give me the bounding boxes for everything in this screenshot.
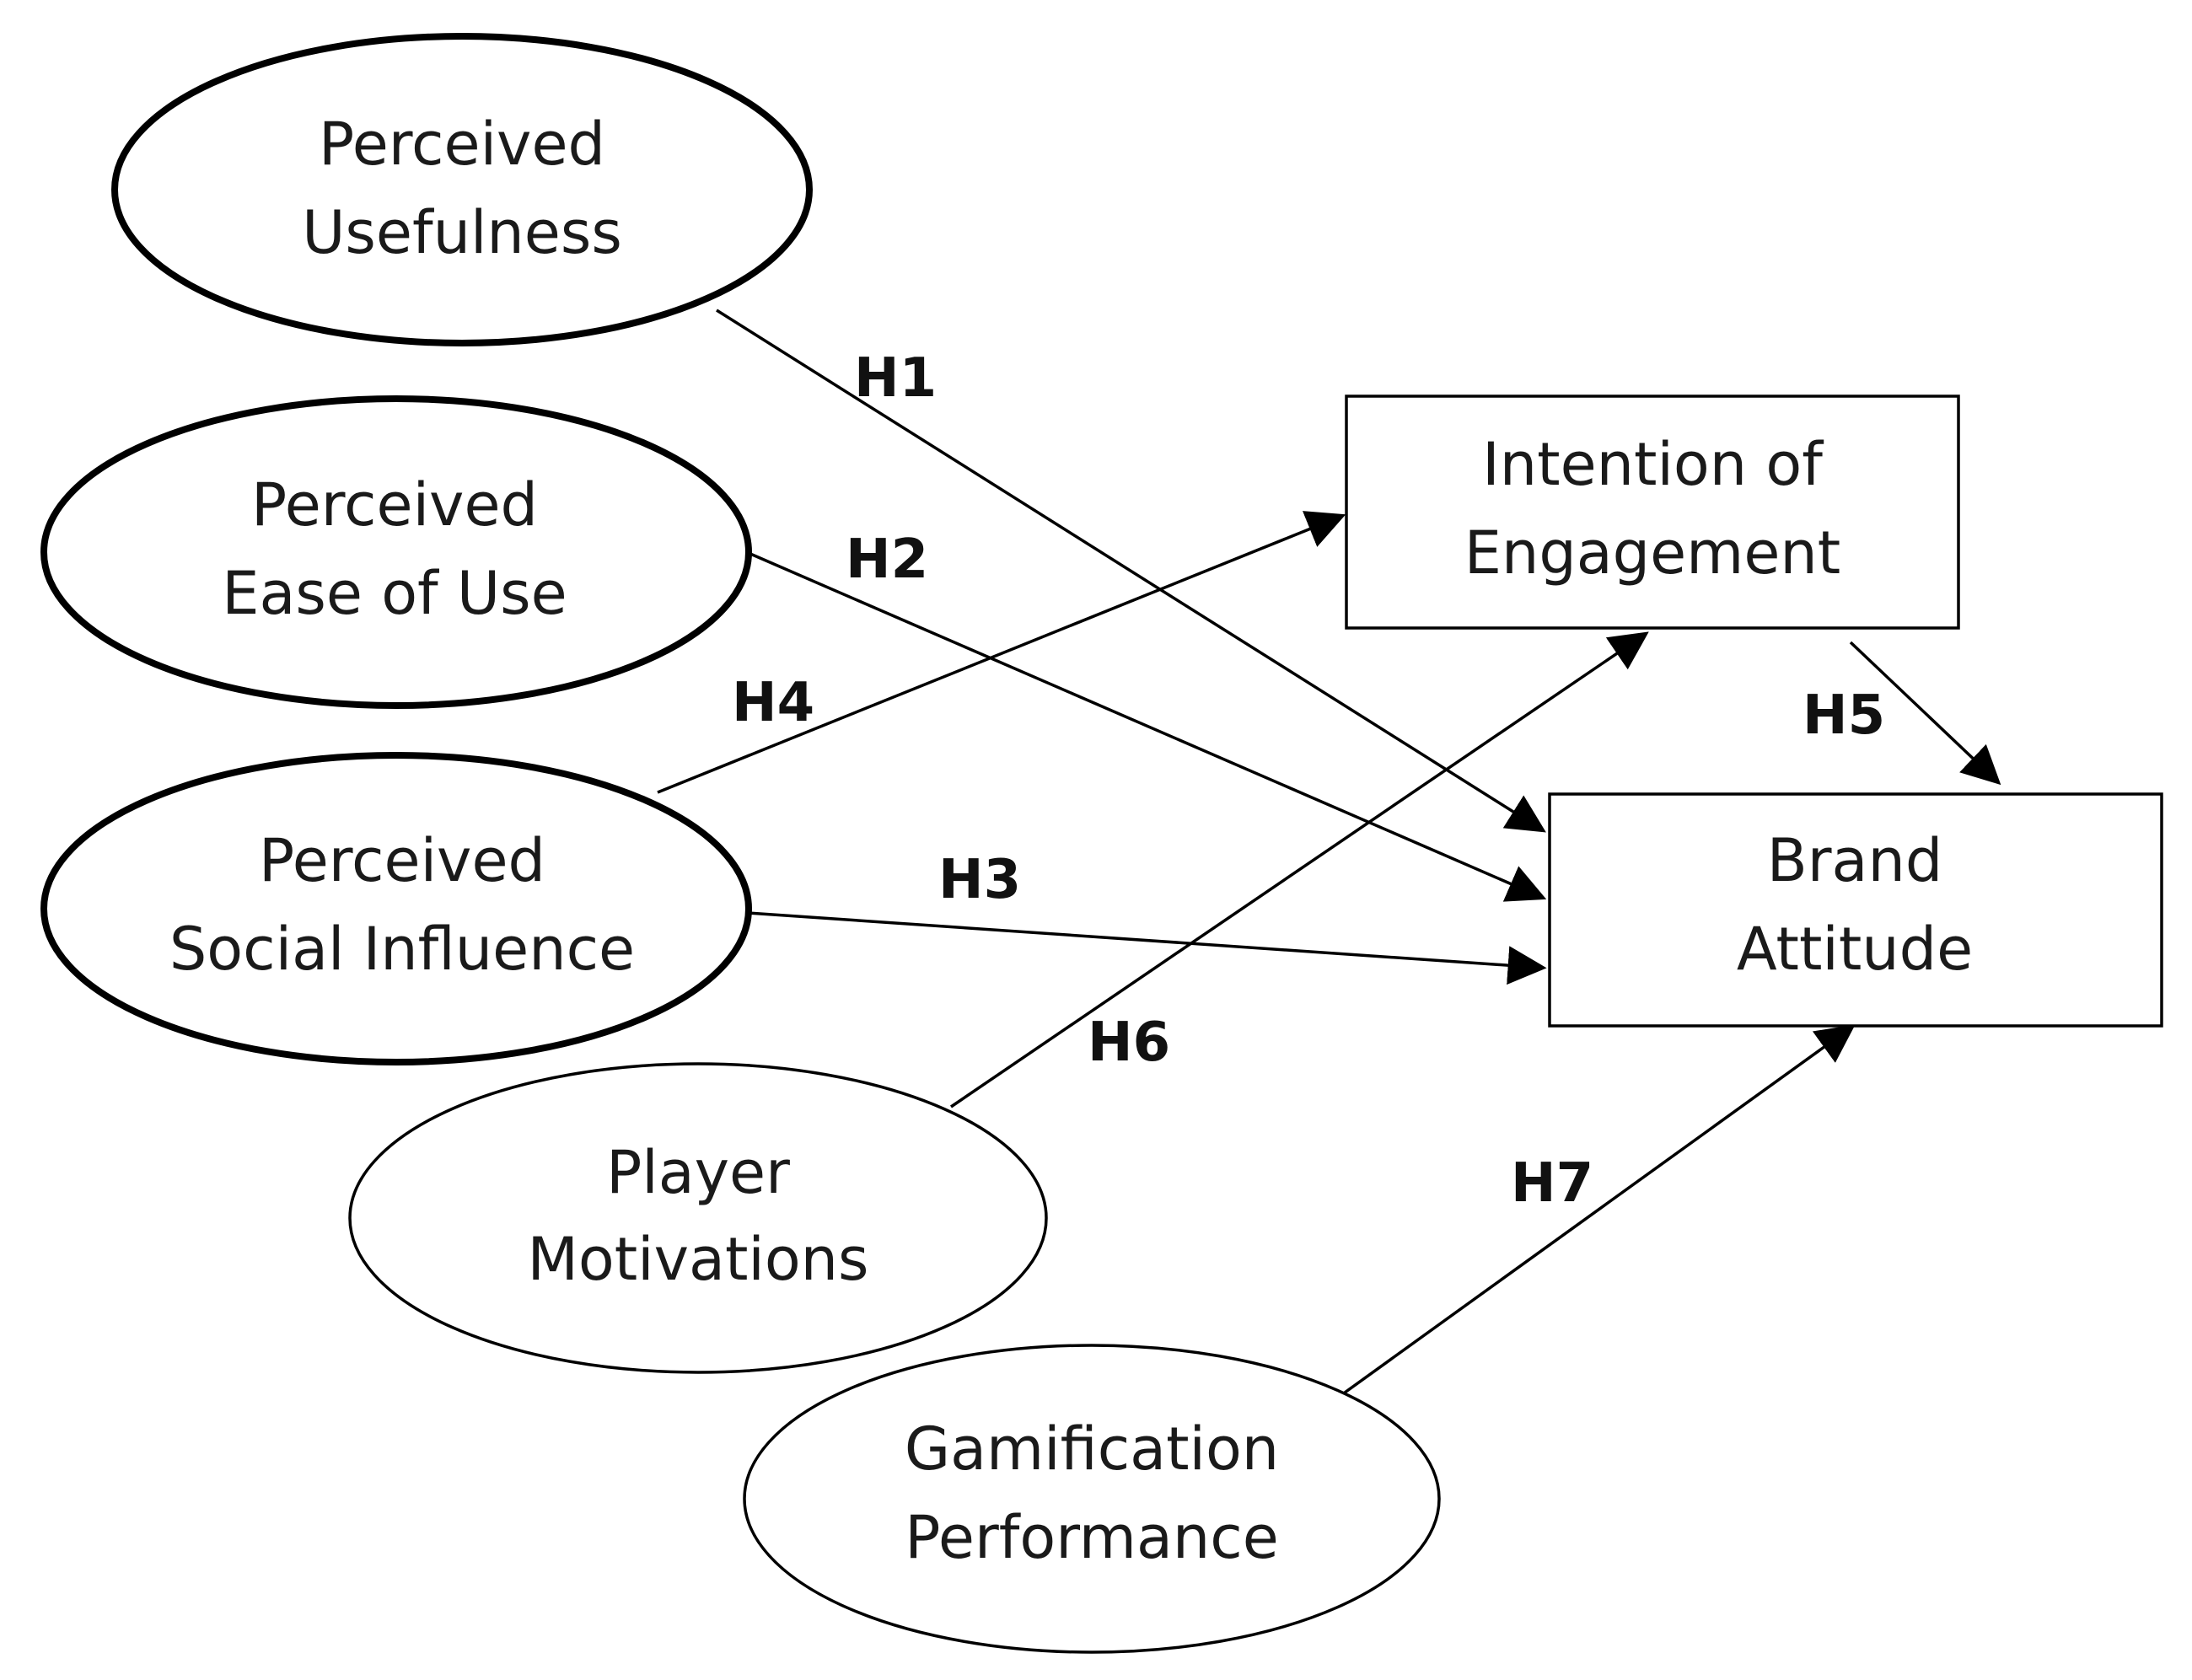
node-label-line: Ease of Use bbox=[222, 559, 567, 628]
node-player-motivations: Player Motivations bbox=[348, 1062, 1048, 1374]
node-label-line: Player bbox=[606, 1138, 790, 1207]
node-label-line: Social Influence bbox=[169, 915, 635, 984]
edge-h2-arrow bbox=[749, 552, 1547, 902]
label-h6: H6 bbox=[1088, 1012, 1170, 1074]
edge-h5-arrow bbox=[1849, 641, 2001, 786]
ellipse-shape bbox=[40, 395, 752, 709]
ellipse-shape bbox=[111, 33, 813, 346]
label-h1: H1 bbox=[854, 347, 937, 410]
edge-h3-arrow bbox=[748, 911, 1547, 985]
label-h5: H5 bbox=[1802, 684, 1885, 747]
label-h7: H7 bbox=[1511, 1152, 1593, 1215]
box-shape bbox=[1548, 792, 2163, 1028]
node-perceived-usefulness: Perceived Usefulness bbox=[111, 33, 813, 346]
node-label-line: Attitude bbox=[1737, 915, 1973, 984]
ellipse-shape bbox=[348, 1062, 1048, 1374]
edge-h1-arrow bbox=[716, 309, 1546, 833]
node-label-line: Motivations bbox=[528, 1225, 869, 1294]
node-label-line: Perceived bbox=[251, 470, 538, 539]
node-perceived-social-influence: Perceived Social Influence bbox=[40, 752, 752, 1065]
edges bbox=[657, 309, 2001, 1394]
ellipse-shape bbox=[40, 752, 752, 1065]
label-h2: H2 bbox=[846, 529, 928, 591]
node-label-line: Engagement bbox=[1464, 518, 1841, 588]
node-label-line: Performance bbox=[905, 1503, 1279, 1572]
edge-h7-arrow bbox=[1343, 1024, 1856, 1394]
edge-h6-arrow bbox=[950, 631, 1649, 1108]
label-h4: H4 bbox=[732, 672, 814, 734]
label-h3: H3 bbox=[938, 849, 1021, 911]
node-label-line: Perceived bbox=[259, 826, 545, 895]
edge-h4-arrow bbox=[657, 511, 1346, 794]
box-shape bbox=[1345, 395, 1960, 630]
ellipse-shape bbox=[743, 1344, 1441, 1654]
node-brand-attitude: Brand Attitude bbox=[1548, 792, 2163, 1028]
node-label-line: Usefulness bbox=[302, 198, 622, 267]
node-intention-of-engagement: Intention of Engagement bbox=[1345, 395, 1960, 630]
node-perceived-ease-of-use: Perceived Ease of Use bbox=[40, 395, 752, 709]
node-gamification-performance: Gamification Performance bbox=[743, 1344, 1441, 1654]
hypothesis-labels: H1 H2 H3 H4 H5 H6 H7 bbox=[732, 347, 1885, 1215]
node-label-line: Intention of bbox=[1482, 430, 1824, 499]
node-label-line: Perceived bbox=[319, 110, 605, 179]
node-label-line: Brand bbox=[1767, 826, 1943, 895]
node-label-line: Gamification bbox=[905, 1414, 1279, 1484]
